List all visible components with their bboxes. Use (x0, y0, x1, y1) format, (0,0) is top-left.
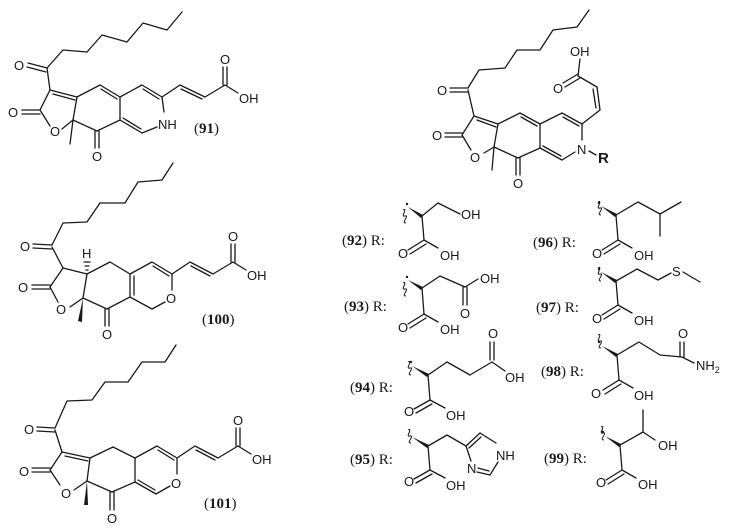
acid-carbonyl-oxygen: O (592, 246, 602, 261)
acid-carbonyl-oxygen: O (404, 474, 414, 489)
compound-core-92-99: O O O O N R O OH (432, 9, 609, 191)
r-group-label-94: (94) R: (350, 380, 393, 396)
acid-oh: OH (634, 248, 654, 263)
compound-label-101: (101) (204, 496, 237, 512)
compound-label-100: (100) (202, 312, 235, 328)
r-group-label-95: (95) R: (350, 452, 393, 468)
ketone-oxygen: O (437, 83, 447, 98)
amide-carbonyl-oxygen: O (678, 326, 688, 341)
wavy-bond-icon (402, 208, 407, 224)
lactone-carbonyl-oxygen: O (19, 464, 29, 479)
acid-oh: OH (440, 248, 460, 263)
ring-ketone-oxygen: O (92, 149, 102, 164)
acid-carbonyl-oxygen: O (228, 229, 238, 244)
wavy-bond-icon (600, 425, 605, 441)
r-group-98: (98) R: O NH2 O OH (541, 326, 720, 403)
imidazole-nh: NH (496, 448, 515, 463)
r-group-label-92: (92) R: (342, 233, 385, 249)
ring-ketone-oxygen: O (102, 327, 112, 342)
acid-oh: OH (247, 268, 267, 283)
r-group-97: (97) R: S O OH (536, 264, 701, 328)
r-group-93: (93) R: O OH O OH (344, 271, 500, 337)
acid-carbonyl-oxygen: O (591, 386, 601, 401)
acid-carbonyl-oxygen: O (404, 404, 414, 419)
ketone-oxygen: O (20, 239, 30, 254)
lactone-oxygen: O (50, 124, 60, 139)
n-label: N (577, 142, 586, 157)
side-acid-oh: OH (480, 271, 500, 286)
acid-carbonyl-oxygen: O (596, 475, 606, 490)
r-group-94: (94) R: O OH O OH (350, 326, 525, 423)
nh-label: NH (158, 117, 177, 132)
pyran-oxygen: O (166, 291, 176, 306)
hydroxyl: OH (658, 438, 678, 453)
lactone-carbonyl-oxygen: O (432, 128, 442, 143)
r-label: R (598, 150, 609, 167)
acid-carbonyl-oxygen: O (220, 52, 230, 67)
amide-nh2: NH2 (696, 358, 720, 375)
r-group-92: (92) R: OH O OH (342, 202, 481, 263)
acid-oh: OH (239, 91, 259, 106)
ketone-oxygen: O (14, 58, 24, 73)
acid-carbonyl-oxygen: O (398, 320, 408, 335)
acid-oh: OH (638, 477, 658, 492)
acid-carbonyl-oxygen: O (592, 311, 602, 326)
lactone-oxygen: O (56, 302, 66, 317)
r-group-label-98: (98) R: (541, 364, 584, 380)
wavy-bond-icon (402, 281, 407, 297)
hashed-wedge-h (83, 261, 91, 271)
ring-ketone-oxygen: O (107, 511, 117, 526)
lactone-oxygen: O (470, 150, 480, 165)
compound-label-91: (91) (194, 121, 219, 137)
lactone-carbonyl-oxygen: O (18, 280, 28, 295)
hydroxyl: OH (461, 207, 481, 222)
acid-oh: OH (252, 452, 272, 467)
r-group-label-96: (96) R: (533, 235, 576, 251)
acid-carbonyl-oxygen: O (233, 413, 243, 428)
r-group-label-99: (99) R: (544, 451, 587, 467)
compound-91: O O O O NH O OH (91) (8, 11, 259, 164)
side-carbonyl-oxygen: O (488, 326, 498, 341)
imidazole-n: N (467, 461, 476, 476)
wavy-bond-icon (597, 333, 602, 349)
lactone-oxygen: O (61, 486, 71, 501)
acid-oh: OH (440, 322, 460, 337)
sulfur: S (672, 264, 681, 279)
acid-oh: OH (634, 313, 654, 328)
acid-oh: OH (446, 478, 466, 493)
stereo-h: H (82, 246, 91, 261)
acid-oh: OH (446, 408, 466, 423)
r-group-96: (96) R: O OH (533, 200, 682, 263)
lactone-carbonyl-oxygen: O (8, 105, 18, 120)
wavy-bond-icon (407, 360, 412, 376)
r-group-95: (95) R: NH N O OH (350, 428, 515, 493)
ketone-oxygen: O (24, 422, 34, 437)
acid-oh: OH (570, 44, 590, 59)
side-carbonyl-oxygen: O (460, 306, 470, 321)
acid-oh: OH (634, 388, 654, 403)
ring-ketone-oxygen: O (513, 176, 523, 191)
side-acid-oh: OH (505, 370, 525, 385)
compound-100: O O O H O O O (18, 162, 267, 342)
acid-carbonyl-oxygen: O (553, 81, 563, 96)
acid-carbonyl-oxygen: O (398, 246, 408, 261)
methyl-wedge (78, 298, 83, 322)
wavy-bond-icon (407, 428, 412, 444)
r-group-99: (99) R: OH O OH (544, 409, 678, 492)
methyl-wedge (84, 481, 88, 505)
r-group-label-97: (97) R: (536, 300, 579, 316)
pyran-oxygen: O (171, 476, 181, 491)
r-group-label-93: (93) R: (344, 299, 387, 315)
compound-101: O O O O O O OH (101) (19, 344, 272, 526)
